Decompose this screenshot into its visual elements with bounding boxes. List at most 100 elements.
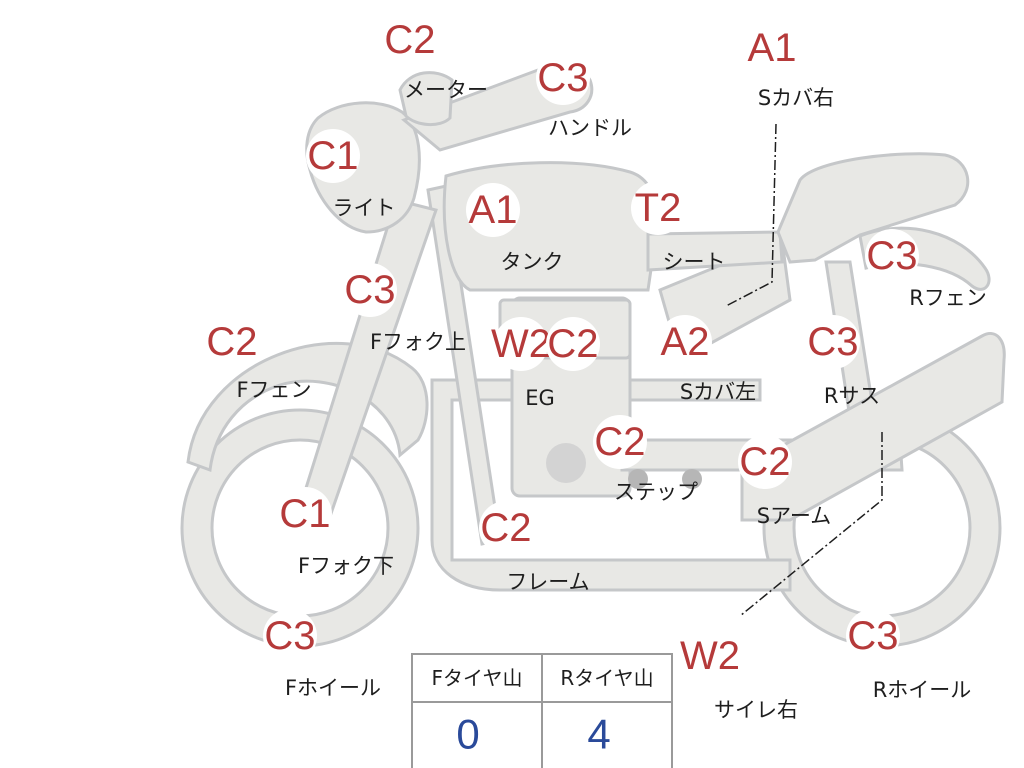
grade-badge-light-circle xyxy=(306,129,360,183)
part-name-f-fork-lower: Fフォク下 xyxy=(298,554,394,578)
part-name-r-fender: Rフェン xyxy=(909,286,987,310)
grade-badge-f-wheel-text: C3 xyxy=(264,614,315,658)
grade-badge-handle-circle xyxy=(536,51,590,105)
grade-badge-s-cover-left-circle xyxy=(658,315,712,369)
grade-badge-engine-circle xyxy=(494,317,548,371)
frame-shape xyxy=(430,378,792,592)
part-name-f-fork-upper: Fフォク上 xyxy=(370,330,466,354)
part-name-meter: メーター xyxy=(404,78,488,102)
label-handle: C3 ハンドル xyxy=(536,51,632,140)
grade-badge-f-fork-upper-circle xyxy=(343,263,397,317)
part-name-light: ライト xyxy=(333,196,396,220)
grade-badge-f-fender-circle xyxy=(205,315,259,369)
step-peg-shape-2 xyxy=(682,469,702,489)
grade-badge-meter-circle xyxy=(383,13,437,67)
grade-badge-handle: C3 xyxy=(536,51,590,105)
grade-badge-f-fork-lower-circle xyxy=(278,487,332,541)
rear-tire-tread-value: 4 xyxy=(587,711,610,758)
grade-badge-f-fork-upper: C3 xyxy=(343,263,397,317)
part-name-f-wheel: Fホイール xyxy=(285,676,381,700)
part-name-step: ステップ xyxy=(614,480,698,504)
grade-badge-f-fork-upper-text: C3 xyxy=(344,268,395,312)
grade-badge-frame: C2 xyxy=(479,501,533,555)
grade-badge-step-text: C2 xyxy=(594,420,645,464)
grade-badge-s-cover-left: A2 xyxy=(658,315,712,369)
leader-lines xyxy=(725,123,883,617)
part-name-f-fender: Fフェン xyxy=(236,378,311,402)
grade-badge-r-suspension: C3 xyxy=(806,315,860,369)
grade-badge-s-cover-right: A1 xyxy=(745,21,799,75)
grade-badge-light: C1 xyxy=(306,129,360,183)
grade-badge-r-wheel-circle xyxy=(846,609,900,663)
grade-badge-swing-arm: C2 xyxy=(738,435,792,489)
grade-badge-f-wheel-circle xyxy=(263,609,317,663)
grade-badge-r-fender-circle xyxy=(865,229,919,283)
grade-badge-s-cover-left-text: A2 xyxy=(661,320,710,364)
grade-badge-seat-text: T2 xyxy=(635,186,682,230)
grade-badge-seat-circle xyxy=(631,181,685,235)
label-seat: T2 シート xyxy=(631,181,726,274)
part-name-handle: ハンドル xyxy=(548,116,632,140)
step-peg-shape xyxy=(628,469,648,489)
part-name-seat: シート xyxy=(663,250,726,274)
grade-badge-f-fork-lower-text: C1 xyxy=(279,492,330,536)
grade-badge-muffler-right-circle xyxy=(683,629,737,683)
label-light: C1 ライト xyxy=(306,129,396,220)
grade-badge-engine-text: W2 xyxy=(491,322,551,366)
rear-tire-tread-header: Rタイヤ山 xyxy=(560,666,653,690)
front-tire-tread-header: Fタイヤ山 xyxy=(432,666,523,690)
grade-badge-r-fender: C3 xyxy=(865,229,919,283)
part-name-r-wheel: Rホイール xyxy=(873,678,972,702)
label-meter: C2 メーター xyxy=(383,13,488,102)
grade-badge-engine-2-circle xyxy=(546,317,600,371)
grade-badge-f-fender-text: C2 xyxy=(206,320,257,364)
grade-badge-r-wheel: C3 xyxy=(846,609,900,663)
grade-badge-meter-text: C2 xyxy=(384,18,435,62)
part-name-swing-arm: Sアーム xyxy=(757,504,831,528)
grade-badge-engine: W2 xyxy=(491,317,551,371)
grade-badge-r-wheel-text: C3 xyxy=(847,614,898,658)
tire-tread-table: Fタイヤ山 Rタイヤ山 0 4 xyxy=(411,653,673,768)
grade-badge-meter: C2 xyxy=(383,13,437,67)
grade-badge-light-text: C1 xyxy=(307,134,358,178)
grade-badge-f-wheel: C3 xyxy=(263,609,317,663)
meter-shape xyxy=(398,71,454,126)
grade-badge-f-fender: C2 xyxy=(205,315,259,369)
grade-badge-seat: T2 xyxy=(631,181,685,235)
grade-badge-frame-text: C2 xyxy=(480,506,531,550)
grade-badge-engine-2-text: C2 xyxy=(547,322,598,366)
part-name-muffler-right: サイレ右 xyxy=(714,698,798,722)
part-name-s-cover-right: Sカバ右 xyxy=(758,86,834,110)
muffler-shape xyxy=(740,332,1006,522)
grade-badge-s-cover-right-circle xyxy=(745,21,799,75)
grade-badge-muffler-right-text: W2 xyxy=(680,634,740,678)
front-tire-tread-value: 0 xyxy=(456,711,479,758)
grade-badge-step-circle xyxy=(593,415,647,469)
part-name-engine: EG xyxy=(525,386,555,410)
grade-badge-swing-arm-text: C2 xyxy=(739,440,790,484)
s-cover-right-leader xyxy=(725,123,777,307)
grade-badge-engine-2: C2 xyxy=(546,317,600,371)
muffler-right-leader xyxy=(739,432,883,617)
grade-badge-swing-arm-circle xyxy=(738,435,792,489)
part-name-tank: タンク xyxy=(501,250,564,274)
grade-badge-s-cover-right-text: A1 xyxy=(748,26,797,70)
grade-badge-tank-circle xyxy=(466,183,520,237)
grade-badge-muffler-right: W2 xyxy=(680,629,740,683)
label-muffler-right: W2 サイレ右 xyxy=(680,629,798,722)
rear-cowl-shape xyxy=(776,152,970,264)
seat-shape xyxy=(646,230,784,272)
